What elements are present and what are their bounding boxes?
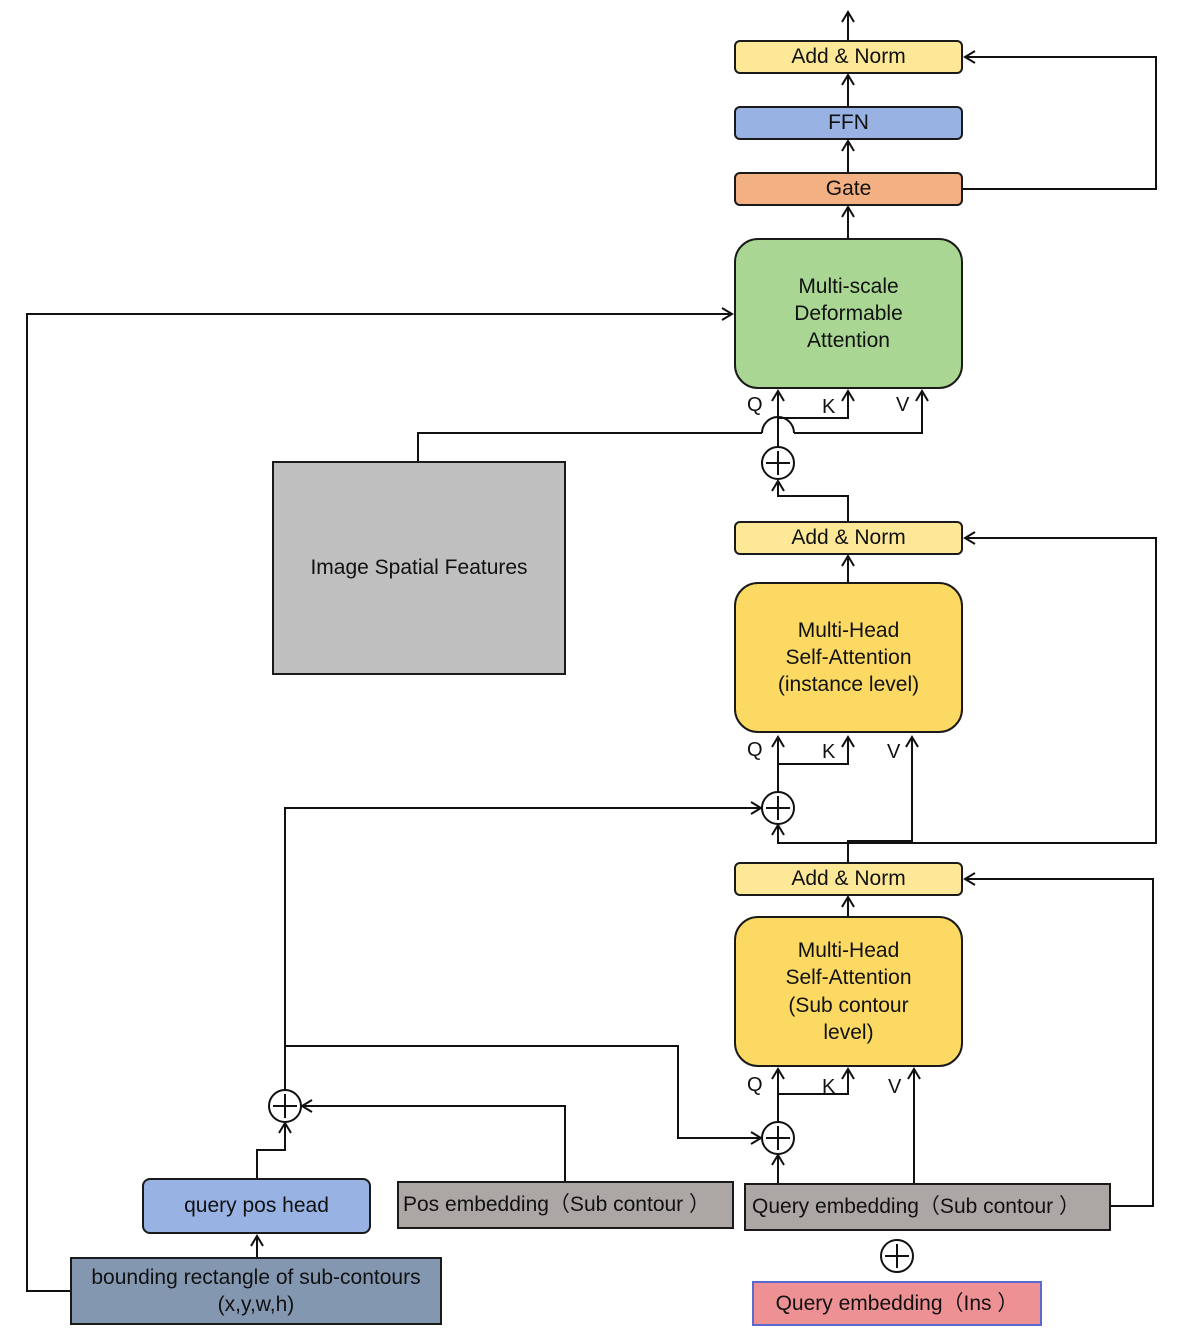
msda-block: Multi-scale Deformable Attention: [734, 238, 963, 389]
bounding-rect-line: bounding rectangle of sub-contours: [91, 1265, 421, 1289]
image-features-block: Image Spatial Features: [272, 461, 566, 675]
mhsa-instance-line: (instance level): [777, 673, 920, 697]
query-pos-head-block: query pos head: [142, 1178, 371, 1234]
query-embedding-sub-block: Query embedding（Sub contour ）: [744, 1183, 1111, 1231]
mhsa-sub-block: Multi-Head Self-Attention (Sub contour l…: [734, 916, 963, 1067]
msda-line: Multi-scale: [798, 274, 899, 298]
msda-line: Deformable: [794, 301, 903, 325]
bounding-rect-block: bounding rectangle of sub-contours (x,y,…: [70, 1257, 442, 1325]
mhsa-instance-line: Self-Attention: [785, 645, 912, 669]
pos-embedding-block: Pos embedding（Sub contour ）: [397, 1181, 734, 1229]
msda-k-label: K: [822, 396, 836, 418]
gate-label: Gate: [825, 177, 872, 201]
ffn-label: FFN: [828, 111, 869, 135]
instance-q-label: Q: [747, 739, 763, 761]
mid-add-norm-block: Add & Norm: [734, 521, 963, 555]
low-add-norm-block: Add & Norm: [734, 862, 963, 896]
pos-embedding-label: Pos embedding（Sub contour ）: [403, 1193, 711, 1217]
msda-q-label: Q: [747, 394, 763, 416]
mhsa-sub-line: Self-Attention: [785, 966, 912, 990]
mhsa-sub-line: Multi-Head: [797, 938, 900, 962]
mhsa-sub-line: level): [823, 1020, 874, 1044]
gate-block: Gate: [734, 172, 963, 206]
mhsa-instance-line: Multi-Head: [797, 618, 900, 642]
msda-line: Attention: [807, 329, 890, 353]
top-add-norm-label: Add & Norm: [791, 45, 906, 69]
query-pos-head-label: query pos head: [184, 1194, 329, 1218]
sub-q-label: Q: [747, 1074, 763, 1096]
bounding-rect-line: (x,y,w,h): [217, 1293, 295, 1316]
sub-v-label: V: [888, 1076, 902, 1098]
query-embedding-sub-label: Query embedding（Sub contour ）: [752, 1195, 1081, 1219]
plus-icon-msda: [761, 446, 795, 480]
low-add-norm-label: Add & Norm: [791, 867, 906, 891]
plus-icon-ins: [880, 1239, 914, 1273]
instance-k-label: K: [822, 741, 836, 763]
image-features-label: Image Spatial Features: [310, 556, 528, 580]
plus-icon-sub: [761, 1121, 795, 1155]
plus-icon-instance: [761, 791, 795, 825]
plus-icon-pos: [268, 1089, 302, 1123]
ffn-block: FFN: [734, 106, 963, 140]
mid-add-norm-label: Add & Norm: [791, 526, 906, 550]
mhsa-sub-line: (Sub contour: [788, 993, 909, 1017]
instance-v-label: V: [887, 741, 901, 763]
query-embedding-ins-label: Query embedding（Ins ）: [775, 1291, 1019, 1315]
sub-k-label: K: [822, 1076, 836, 1098]
mhsa-instance-block: Multi-Head Self-Attention (instance leve…: [734, 582, 963, 733]
query-embedding-ins-block: Query embedding（Ins ）: [752, 1281, 1042, 1326]
top-add-norm-block: Add & Norm: [734, 40, 963, 74]
msda-v-label: V: [896, 394, 910, 416]
